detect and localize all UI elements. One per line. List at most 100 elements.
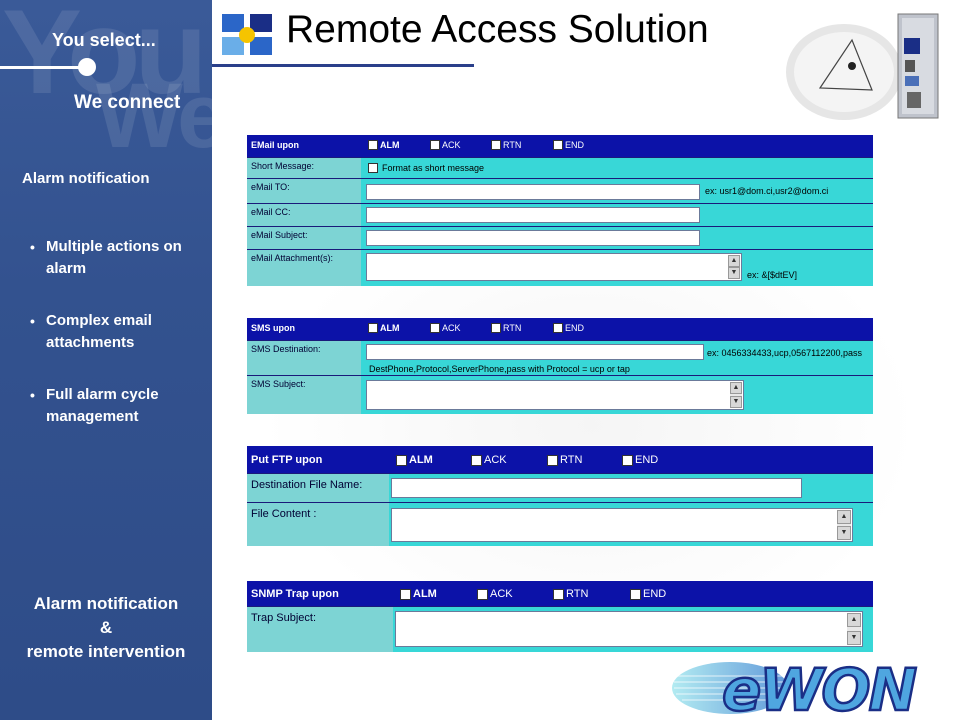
snmp-subject-row: Trap Subject: ▲ ▼ xyxy=(247,606,873,652)
scroll-up-icon[interactable]: ▲ xyxy=(837,510,851,524)
check-end[interactable]: END xyxy=(553,323,584,333)
check-end[interactable]: END xyxy=(622,454,658,466)
check-ack[interactable]: ACK xyxy=(477,588,513,600)
ftp-content-textarea[interactable]: ▲ ▼ xyxy=(391,508,853,542)
row-label: File Content : xyxy=(247,503,389,546)
ftp-file-name-input[interactable] xyxy=(391,478,802,498)
feature-item: •Multiple actions on alarm xyxy=(28,236,204,280)
scroll-up-icon[interactable]: ▲ xyxy=(730,382,742,394)
checkbox-icon[interactable] xyxy=(491,323,501,333)
check-rtn[interactable]: RTN xyxy=(553,588,588,600)
footer-line-2: & xyxy=(99,618,113,637)
feature-text: Full alarm cycle management xyxy=(46,386,159,425)
check-rtn[interactable]: RTN xyxy=(491,140,521,150)
check-rtn[interactable]: RTN xyxy=(547,454,582,466)
sms-form: SMS upon ALM ACK RTN END SMS Destination… xyxy=(247,317,873,414)
check-end[interactable]: END xyxy=(630,588,666,600)
sms-destination-help: DestPhone,Protocol,ServerPhone,pass with… xyxy=(369,364,630,374)
email-to-input[interactable] xyxy=(366,184,700,200)
check-ack[interactable]: ACK xyxy=(471,454,507,466)
check-alm[interactable]: ALM xyxy=(368,323,400,333)
check-end[interactable]: END xyxy=(553,140,584,150)
tagline-dot-icon xyxy=(78,58,96,76)
email-to-row: eMail TO: ex: usr1@dom.ci,usr2@dom.ci xyxy=(247,178,873,204)
check-label: RTN xyxy=(560,454,583,466)
scroll-down-icon[interactable]: ▼ xyxy=(730,396,742,408)
scroll-down-icon[interactable]: ▼ xyxy=(847,631,861,645)
checkbox-icon[interactable] xyxy=(400,588,411,600)
checkbox-icon[interactable] xyxy=(368,140,378,150)
check-label: ACK xyxy=(484,454,507,466)
ftp-form: Put FTP upon ALM ACK RTN END Destination… xyxy=(247,445,873,546)
check-ack[interactable]: ACK xyxy=(430,323,461,333)
checkbox-icon[interactable] xyxy=(430,140,440,150)
checkbox-icon[interactable] xyxy=(368,163,378,173)
check-label: END xyxy=(565,140,585,150)
scroll-up-icon[interactable]: ▲ xyxy=(728,255,740,267)
checkbox-icon[interactable] xyxy=(553,140,563,150)
footer-line-3: remote intervention xyxy=(26,642,186,661)
check-label: ALM xyxy=(380,323,400,333)
tagline-divider xyxy=(0,66,82,69)
checkbox-icon[interactable] xyxy=(547,454,558,466)
checkbox-icon[interactable] xyxy=(477,588,488,600)
bullet-icon: • xyxy=(30,387,35,403)
row-label: eMail Subject: xyxy=(247,227,361,250)
checkbox-icon[interactable] xyxy=(553,323,563,333)
scroll-down-icon[interactable]: ▼ xyxy=(837,526,851,540)
sms-destination-hint: ex: 0456334433,ucp,0567112200,pass xyxy=(707,348,862,358)
form-header-label: SNMP Trap upon xyxy=(251,588,339,600)
watermark-you: You xyxy=(2,0,208,119)
check-label: ACK xyxy=(490,588,513,600)
scrollbar[interactable]: ▲ ▼ xyxy=(837,510,851,540)
check-rtn[interactable]: RTN xyxy=(491,323,521,333)
page-title: Remote Access Solution xyxy=(286,8,709,51)
scrollbar[interactable]: ▲ ▼ xyxy=(730,382,742,408)
short-message-checkbox[interactable]: Format as short message xyxy=(368,163,484,173)
checkbox-icon[interactable] xyxy=(630,588,641,600)
checkbox-icon[interactable] xyxy=(491,140,501,150)
ftp-content-row: File Content : ▲ ▼ xyxy=(247,502,873,546)
check-alm[interactable]: ALM xyxy=(400,588,437,600)
row-label: Short Message: xyxy=(247,158,361,179)
form-header: SMS upon ALM ACK RTN END xyxy=(247,318,873,340)
checkbox-icon[interactable] xyxy=(553,588,564,600)
row-label: SMS Subject: xyxy=(247,376,361,414)
bullet-icon: • xyxy=(30,313,35,329)
scrollbar[interactable]: ▲ ▼ xyxy=(728,255,740,279)
email-subject-row: eMail Subject: xyxy=(247,226,873,250)
checkbox-icon[interactable] xyxy=(396,454,407,466)
check-label: RTN xyxy=(503,323,522,333)
check-ack[interactable]: ACK xyxy=(430,140,461,150)
email-attachment-textarea[interactable]: ▲ ▼ xyxy=(366,253,742,281)
checkbox-icon[interactable] xyxy=(471,454,482,466)
check-label: Format as short message xyxy=(382,163,485,173)
email-subject-input[interactable] xyxy=(366,230,700,246)
checkbox-icon[interactable] xyxy=(368,323,378,333)
checkbox-icon[interactable] xyxy=(622,454,633,466)
ewon-logo: eWON xyxy=(672,655,920,718)
checkbox-icon[interactable] xyxy=(430,323,440,333)
check-alm[interactable]: ALM xyxy=(368,140,400,150)
scroll-up-icon[interactable]: ▲ xyxy=(847,613,861,627)
check-label: ALM xyxy=(409,454,433,466)
sidebar-footer: Alarm notification & remote intervention xyxy=(0,592,212,664)
device-image xyxy=(786,13,939,120)
snmp-subject-textarea[interactable]: ▲ ▼ xyxy=(395,611,863,647)
email-cc-row: eMail CC: xyxy=(247,203,873,227)
scrollbar[interactable]: ▲ ▼ xyxy=(847,613,861,645)
feature-item: • Full alarm cycle management xyxy=(28,384,204,428)
form-header: SNMP Trap upon ALM ACK RTN END xyxy=(247,581,873,606)
sms-subject-row: SMS Subject: ▲ ▼ xyxy=(247,375,873,414)
email-form: EMail upon ALM ACK RTN END Short Message… xyxy=(247,134,873,286)
sms-subject-textarea[interactable]: ▲ ▼ xyxy=(366,380,744,410)
sms-destination-input[interactable] xyxy=(366,344,704,360)
scroll-down-icon[interactable]: ▼ xyxy=(728,267,740,279)
check-label: ACK xyxy=(442,323,461,333)
title-underline xyxy=(212,64,474,67)
check-label: RTN xyxy=(566,588,589,600)
email-cc-input[interactable] xyxy=(366,207,700,223)
email-attachment-row: eMail Attachment(s): ▲ ▼ ex: &[$dtEV] xyxy=(247,249,873,286)
ftp-file-name-row: Destination File Name: xyxy=(247,473,873,503)
check-alm[interactable]: ALM xyxy=(396,454,433,466)
